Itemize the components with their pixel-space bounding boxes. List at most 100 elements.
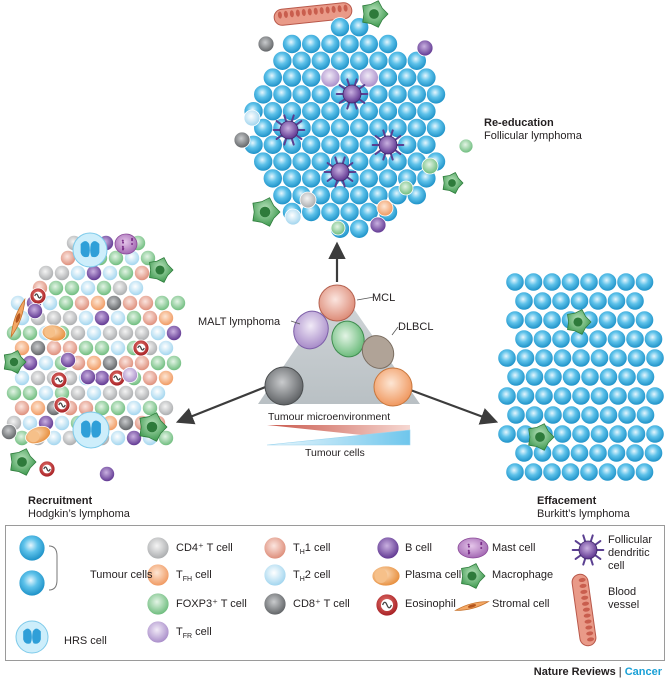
tfr-cell: [358, 67, 379, 88]
tum-cell: [580, 405, 600, 425]
tum-cell: [514, 443, 534, 463]
fox-cell: [398, 180, 414, 196]
eosinophil-cell: [50, 371, 68, 389]
mcl-cell: [318, 284, 356, 322]
tum-cell: [579, 462, 599, 482]
cd8-large-cell: [264, 366, 304, 406]
cd4-cell: [38, 264, 55, 281]
tum-cell: [597, 272, 618, 292]
tum-cell: [551, 443, 571, 463]
tfh-cell: [90, 294, 107, 311]
tum-cell: [606, 329, 627, 349]
b-cell: [94, 369, 111, 386]
tum-cell: [597, 462, 618, 482]
eosinophil-cell: [108, 369, 126, 387]
th2-cell: [13, 369, 30, 386]
tum-cell: [358, 101, 379, 122]
th2-cell: [110, 429, 127, 446]
th1-cell: [46, 339, 63, 356]
legend-tfh: TFH cell: [176, 569, 212, 584]
tum-cell: [588, 329, 608, 349]
tumour-microenvironment-label: Tumour microenvironment: [268, 411, 391, 423]
th2-cell: [54, 414, 71, 431]
left-panel-title: Recruitment: [28, 495, 93, 507]
legend-b-cell: B cell: [405, 542, 432, 554]
tum-cell: [291, 50, 312, 71]
follicular-dendritic-cell: [571, 534, 605, 566]
tum-cell: [310, 50, 331, 71]
legend-foxp3: FOXP3⁺ T cell: [176, 598, 247, 610]
tum-cell: [358, 168, 379, 189]
fox-cell: [165, 354, 182, 371]
macrophage-cell: [252, 197, 281, 227]
tum-cell: [626, 386, 647, 406]
tum-cell: [542, 462, 562, 482]
tum-cell: [349, 151, 370, 172]
b-cell: [86, 264, 103, 281]
tum-cell: [635, 367, 656, 387]
legend-cd8-icon: [263, 592, 287, 616]
macrophage-cell: [149, 257, 174, 283]
tum-cell: [626, 424, 647, 444]
cd4-cell: [70, 384, 87, 401]
legend-tumour-large-icon: [18, 534, 46, 562]
legend-th2-icon: [263, 563, 287, 587]
plasma-cell: [371, 565, 401, 587]
tfr-cell: [320, 67, 341, 88]
tum-cell: [377, 101, 398, 122]
legend-eosinophil: Eosinophil: [405, 598, 456, 610]
tum-cell: [253, 151, 274, 172]
fox-cell: [458, 138, 474, 154]
tum-cell: [523, 272, 544, 292]
tum-cell: [329, 17, 350, 38]
tumour-gradient: [266, 429, 411, 446]
tum-cell: [406, 84, 427, 105]
th1-cell: [141, 309, 158, 326]
tum-cell: [387, 50, 408, 71]
tum-cell: [349, 185, 370, 206]
mcl-leader: [356, 296, 375, 301]
tum-cell: [506, 367, 526, 387]
tum-cell: [497, 424, 517, 444]
tum-cell: [272, 151, 293, 172]
tum-cell: [645, 386, 665, 406]
dlbcl-leader: [391, 326, 399, 336]
legend-th1-icon: [263, 536, 287, 560]
tum-cell: [589, 348, 610, 368]
tum-cell: [262, 168, 283, 189]
th2-cell: [149, 324, 166, 341]
tum-cell: [645, 424, 665, 444]
follicular-dendritic-cell: [272, 114, 306, 146]
plasma-cell: [41, 324, 67, 342]
tum-cell: [425, 84, 446, 105]
cd8-cell: [106, 294, 123, 311]
legend-foxp3-icon: [146, 592, 170, 616]
tum-cell: [291, 84, 312, 105]
tum-cell: [310, 151, 331, 172]
fox-cell: [96, 279, 113, 296]
tum-cell: [514, 329, 534, 349]
tum-cell: [406, 50, 427, 71]
blood-vessel: [273, 2, 353, 26]
b-cell: [126, 429, 143, 446]
th2-cell: [110, 339, 127, 356]
tum-cell: [616, 272, 636, 292]
fox-cell: [21, 384, 38, 401]
tum-cell: [560, 462, 581, 482]
tum-cell: [634, 310, 655, 330]
hodgkin-lymphoma-cluster: [1, 232, 186, 482]
dlbcl-green-cell: [331, 320, 365, 358]
tum-cell: [515, 386, 536, 406]
tum-cell: [505, 272, 525, 292]
eosinophil-cell: [38, 460, 56, 478]
b-cell: [80, 368, 97, 385]
tum-cell: [543, 367, 563, 387]
eosinophil-cell: [132, 339, 150, 357]
tum-cell: [377, 168, 398, 189]
tum-cell: [552, 386, 573, 406]
b-cell: [416, 39, 434, 57]
tum-cell: [625, 329, 645, 349]
tum-cell: [262, 67, 283, 88]
th1-cell: [74, 294, 91, 311]
eosinophil-cell: [375, 593, 399, 617]
